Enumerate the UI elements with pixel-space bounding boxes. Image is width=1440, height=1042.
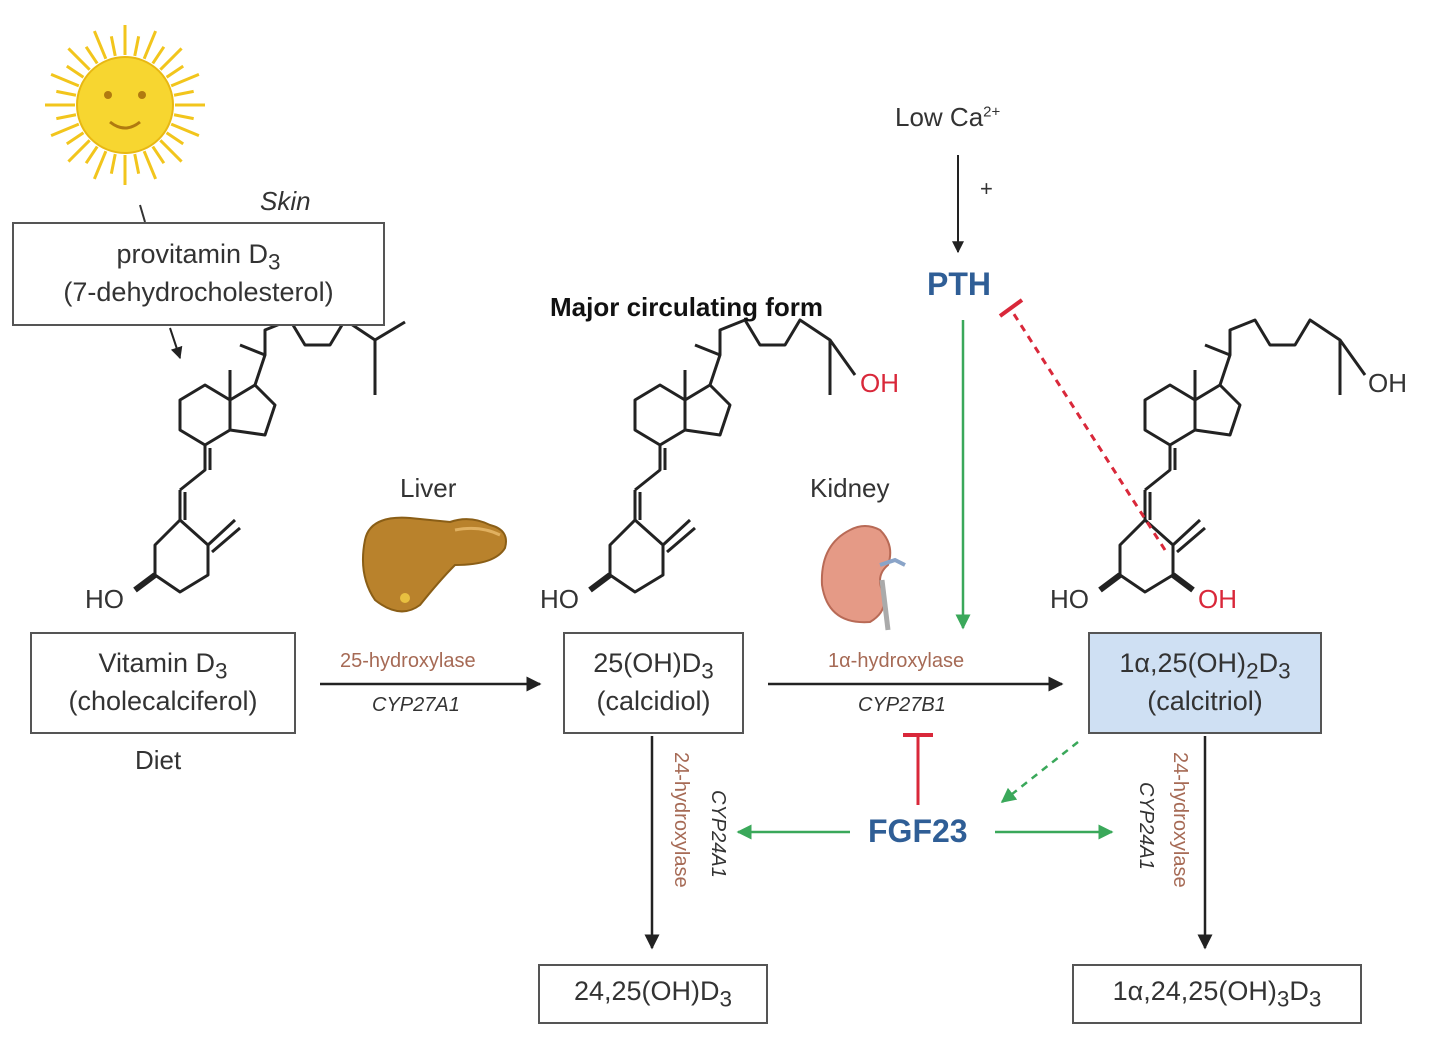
kidney-icon — [820, 525, 906, 631]
gene-cyp27b1: CYP27B1 — [858, 694, 946, 716]
enzyme-24-hydroxylase-right: 24-hydroxylase — [1169, 752, 1191, 888]
skin-label: Skin — [260, 186, 311, 216]
gene-cyp24a1-left: CYP24A1 — [707, 790, 729, 878]
sun-ray — [142, 150, 158, 180]
sun-ray — [170, 122, 200, 138]
calcidiol-box: 25(OH)D3 (calcidiol) — [563, 632, 744, 734]
sun-ray — [56, 89, 77, 97]
sun-ray — [133, 153, 141, 174]
sun-ray — [151, 145, 166, 165]
enzyme-1a-hydroxylase: 1α-hydroxylase — [828, 650, 965, 672]
sun-ray — [84, 45, 99, 65]
sun-ray — [92, 150, 108, 180]
low-calcium-label: Low Ca2+ — [895, 102, 1001, 132]
kidney-label: Kidney — [810, 473, 890, 503]
sun-ray — [109, 153, 117, 174]
diet-label: Diet — [135, 745, 182, 775]
provitamin-d3-box: provitamin D3 (7-dehydrocholesterol) — [12, 222, 385, 326]
sun-to-skin-line — [139, 204, 146, 223]
pth-label: PTH — [927, 266, 991, 302]
sun-ray — [165, 64, 185, 79]
sun-ray — [170, 72, 200, 88]
chem-oh-2: OH — [860, 368, 899, 398]
chem-ho-2: HO — [540, 584, 579, 614]
sun-ray — [173, 113, 194, 121]
sun-ray — [67, 139, 91, 163]
liver-icon — [362, 516, 507, 613]
sun-ray — [56, 113, 77, 121]
chem-ho-3: HO — [1050, 584, 1089, 614]
sun-ray — [151, 45, 166, 65]
provitamin-arrow — [169, 327, 183, 360]
sun-ray — [173, 89, 194, 97]
sun-ray — [50, 72, 80, 88]
sun-ray — [165, 131, 185, 146]
enzyme-25-hydroxylase: 25-hydroxylase — [340, 650, 476, 672]
chem-ho-1: HO — [85, 584, 124, 614]
arrow-calcitriol-to-fgf23 — [1000, 741, 1079, 803]
sun-ray — [159, 47, 183, 71]
sun-ray — [50, 122, 80, 138]
sun-ray — [109, 36, 117, 57]
sun-ray — [65, 131, 85, 146]
inhibit-pth-dashed — [1008, 307, 1167, 551]
fgf23-label: FGF23 — [868, 813, 968, 849]
sun-ray — [92, 30, 108, 60]
calcitriol-structure — [1098, 318, 1367, 594]
inhibit-bar-pth — [998, 298, 1024, 318]
enzyme-24-hydroxylase-left: 24-hydroxylase — [670, 752, 692, 888]
sun-ray — [159, 139, 183, 163]
vitamin-d3-structure — [133, 318, 406, 594]
chem-oh-3-bottom: OH — [1198, 584, 1237, 614]
calcitriol-box: 1α,25(OH)2D3 (calcitriol) — [1088, 632, 1322, 734]
stimulate-plus-label: + — [980, 176, 993, 201]
d2425-box: 24,25(OH)D3 — [538, 964, 768, 1024]
chem-oh-3-top: OH — [1368, 368, 1407, 398]
vitamin-d3-box: Vitamin D3 (cholecalciferol) — [30, 632, 296, 734]
gene-cyp24a1-right: CYP24A1 — [1135, 782, 1157, 870]
major-circulating-form-label: Major circulating form — [550, 292, 824, 322]
d12425-box: 1α,24,25(OH)3D3 — [1072, 964, 1362, 1024]
sun-ray — [67, 47, 91, 71]
gene-cyp27a1: CYP27A1 — [372, 694, 460, 716]
sun-ray — [65, 64, 85, 79]
sun-ray — [142, 30, 158, 60]
calcidiol-structure — [588, 318, 857, 594]
liver-label: Liver — [400, 473, 457, 503]
sun-ray — [133, 36, 141, 57]
sun-ray — [84, 145, 99, 165]
sun-icon — [45, 25, 205, 185]
